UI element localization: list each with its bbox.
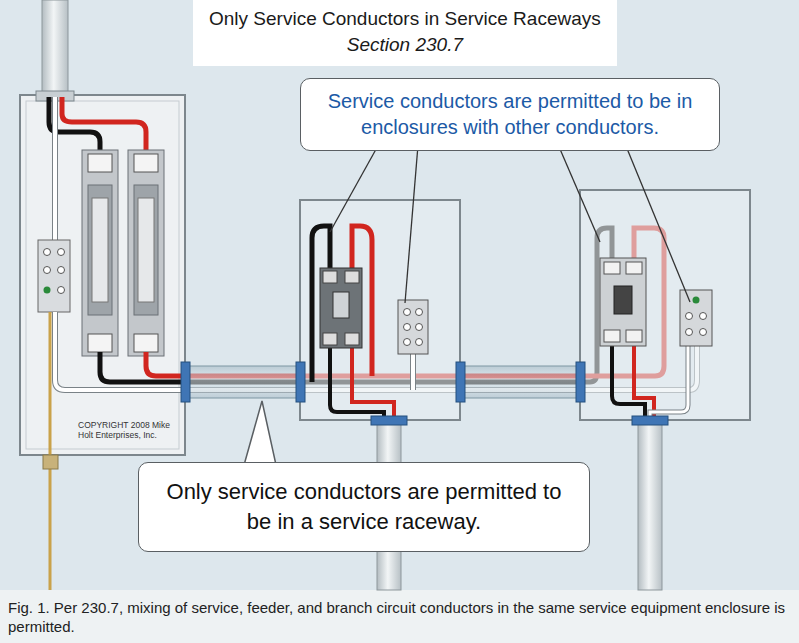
service-mast — [42, 0, 68, 97]
neutral-bar — [398, 300, 428, 354]
leader-line — [330, 150, 376, 232]
locknut — [576, 362, 585, 402]
locknut — [371, 416, 407, 425]
grounding-conductor — [49, 312, 52, 590]
locknut — [632, 416, 668, 425]
leader-line — [405, 150, 418, 303]
callout-text: Service conductors are permitted to be i… — [313, 88, 707, 140]
label-text: Section 230.7 — [209, 32, 601, 58]
figure-title: Only Service Conductors in Service Racew… — [209, 6, 601, 32]
white-tap — [411, 354, 415, 390]
circuit-breaker — [320, 268, 362, 348]
locknut — [296, 362, 305, 402]
locknut — [456, 362, 465, 402]
service-raceway — [460, 366, 580, 398]
white-wire-outline — [52, 97, 58, 242]
title-box: Only Service Conductors in Service Racew… — [193, 0, 617, 66]
callout-text: Only service conductors are permitted to… — [155, 477, 573, 537]
neutral-bar — [38, 240, 70, 312]
disconnect-switch — [82, 150, 118, 356]
red-wire — [62, 97, 146, 156]
circuit-breaker — [600, 258, 646, 346]
callout-bubble: Only service conductors are permitted to… — [138, 462, 590, 552]
white-wire — [53, 97, 57, 242]
callout-pointer — [244, 401, 276, 465]
figure-caption: Fig. 1. Per 230.7, mixing of service, fe… — [8, 598, 791, 636]
service-raceway — [185, 366, 300, 398]
service-enclosure — [20, 95, 185, 455]
white-tap-outline — [410, 354, 416, 390]
leader-line — [628, 150, 690, 302]
ground-fitting — [43, 455, 58, 469]
leader-line — [560, 150, 600, 242]
neutral-bar — [680, 290, 712, 346]
locknut — [181, 362, 190, 402]
branch-enclosure — [580, 190, 750, 420]
caption-ground — [0, 590, 799, 643]
branch-conduit — [638, 424, 662, 590]
feeder-enclosure — [300, 200, 460, 420]
callout-bubble: Service conductors are permitted to be i… — [300, 78, 720, 151]
label-text: COPYRIGHT 2008 Mike Holt Enterprises, In… — [78, 420, 182, 440]
disconnect-switch — [128, 150, 164, 356]
